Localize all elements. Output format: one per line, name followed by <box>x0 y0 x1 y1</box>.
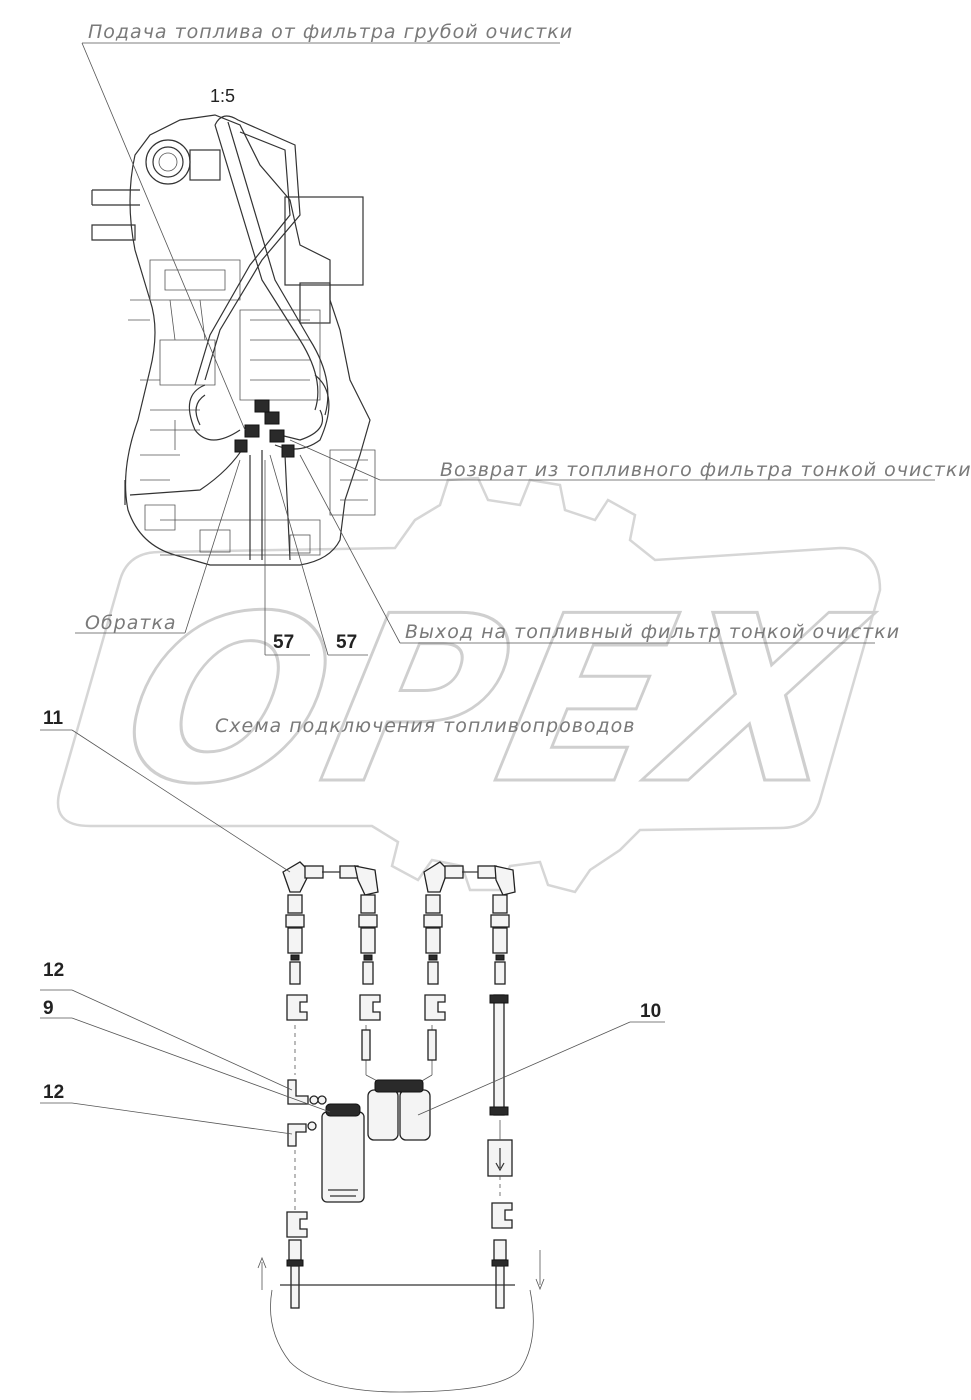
callout-12-upper: 12 <box>43 960 64 981</box>
callout-12-lower: 12 <box>43 1082 64 1103</box>
engine-assembly <box>91 114 376 566</box>
label-scale: 1:5 <box>210 86 235 106</box>
label-return-fine: Возврат из топливного фильтра тонкой очи… <box>440 459 971 481</box>
label-scheme-title: Схема подключения топливопроводов <box>215 715 636 737</box>
callout-57-b: 57 <box>336 632 357 653</box>
callout-57-a: 57 <box>273 632 294 653</box>
callout-11: 11 <box>43 708 64 729</box>
callout-10: 10 <box>640 1001 661 1022</box>
lower-leaders <box>40 729 665 1135</box>
fuel-hoses <box>124 115 330 561</box>
callout-9: 9 <box>43 998 54 1019</box>
label-fuel-supply: Подача топлива от фильтра грубой очистки <box>88 21 573 43</box>
watermark-logo: OPEX <box>56 476 887 894</box>
label-outlet-fine: Выход на топливный фильтр тонкой очистки <box>405 621 900 643</box>
line-schematic <box>257 861 545 1393</box>
watermark-text: OPEX <box>103 566 886 834</box>
top-leaders <box>75 42 935 656</box>
label-return-line: Обратка <box>85 612 177 634</box>
